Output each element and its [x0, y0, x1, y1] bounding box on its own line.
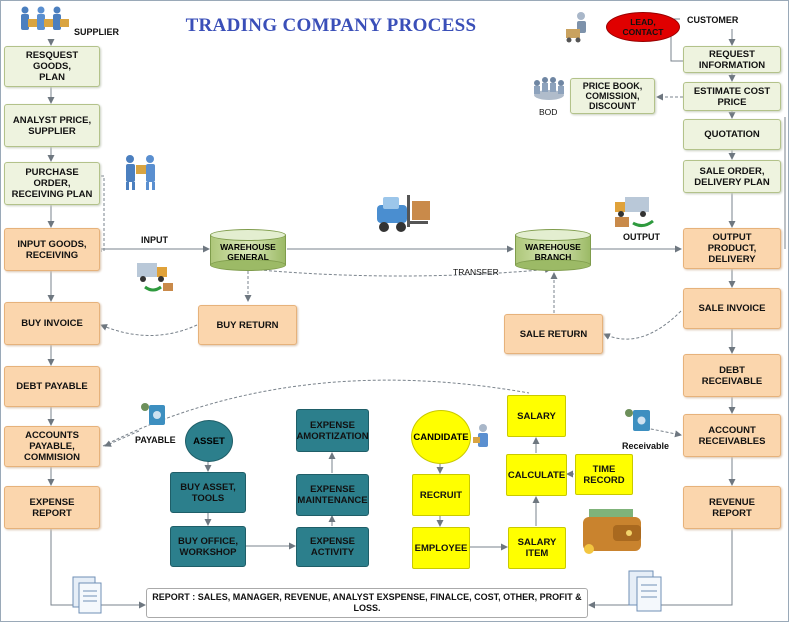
expense-report-box[interactable]: EXPENSE REPORT [4, 486, 100, 529]
buy-office-workshop-box[interactable]: BUY OFFICE, WORKSHOP [170, 526, 246, 567]
connector-saleinvoice-to-salereturn [603, 310, 682, 340]
sale-order-box[interactable]: SALE ORDER, DELIVERY PLAN [683, 160, 781, 193]
recruit-box[interactable]: RECRUIT [412, 474, 470, 516]
report-documents-left-icon [72, 576, 102, 614]
expense-activity-box[interactable]: EXPENSE ACTIVITY [296, 527, 369, 567]
transfer-label: TRANSFER [453, 267, 499, 277]
purchase-order-box[interactable]: PURCHASE ORDER, RECEIVING PLAN [4, 162, 100, 205]
receivable-label: Receivable [622, 441, 670, 451]
warehouse-general-cylinder[interactable]: WAREHOUSE GENERAL [210, 229, 286, 271]
input-goods-box[interactable]: INPUT GOODS, RECEIVING [4, 228, 100, 271]
asset-circle[interactable]: ASSET [185, 420, 233, 462]
time-record-box[interactable]: TIME RECORD [575, 454, 633, 495]
input-label: INPUT [141, 235, 168, 245]
bod-meeting-icon [534, 77, 564, 100]
sale-return-box[interactable]: SALE RETURN [504, 314, 603, 354]
sale-invoice-box[interactable]: SALE INVOICE [683, 288, 781, 329]
supplier-label: SUPPLIER [74, 27, 120, 37]
output-delivery-truck-icon [615, 197, 654, 228]
output-product-box[interactable]: OUTPUT PRODUCT, DELIVERY [683, 228, 781, 269]
connector-purchase-side [101, 175, 105, 252]
debt-receivable-box[interactable]: DEBT RECEIVABLE [683, 354, 781, 397]
quotation-box[interactable]: QUOTATION [683, 119, 781, 150]
candidate-circle[interactable]: CANDIDATE [411, 410, 471, 464]
warehouse-general-label: WAREHOUSE GENERAL [220, 242, 276, 262]
revenue-report-box[interactable]: REVENUE REPORT [683, 486, 781, 529]
account-receivables-box[interactable]: ACCOUNT RECEIVABLES [683, 414, 781, 457]
expense-amortization-box[interactable]: EXPENSE AMORTIZATION [296, 409, 369, 452]
supplier-people-icon [21, 6, 69, 30]
connector-buyreturn-to-buyinvoice [100, 324, 198, 336]
connector-expense-to-report [50, 529, 146, 609]
lead-contact-ellipse[interactable]: LEAD, CONTACT [606, 12, 680, 42]
warehouse-branch-cylinder[interactable]: WAREHOUSE BRANCH [515, 229, 591, 271]
connector-transfer [248, 266, 552, 277]
diagram-title: TRADING COMPANY PROCESS [185, 15, 477, 36]
output-label: OUTPUT [623, 232, 660, 242]
calculate-box[interactable]: CALCULATE [506, 454, 567, 496]
bod-label: BOD [539, 107, 558, 117]
purchase-workers-icon [126, 155, 155, 190]
accounts-payable-box[interactable]: ACCOUNTS PAYABLE, COMMISION [4, 426, 100, 467]
debt-payable-box[interactable]: DEBT PAYABLE [4, 366, 100, 407]
estimate-cost-price-box[interactable]: ESTIMATE COST PRICE [683, 82, 781, 111]
buy-asset-tools-box[interactable]: BUY ASSET, TOOLS [170, 472, 246, 513]
request-information-box[interactable]: REQUEST INFORMATION [683, 46, 781, 73]
payable-label: PAYABLE [135, 435, 176, 445]
input-delivery-truck-icon [137, 263, 173, 292]
report-box[interactable]: REPORT : SALES, MANAGER, REVENUE, ANALYS… [146, 588, 588, 618]
analyst-price-box[interactable]: ANALYST PRICE, SUPPLIER [4, 104, 100, 147]
customer-worker-icon [566, 12, 586, 43]
connector-payable-to-accounts [104, 430, 140, 447]
customer-label: CUSTOMER [687, 15, 739, 25]
warehouse-branch-label: WAREHOUSE BRANCH [525, 242, 581, 262]
report-documents-right-icon [628, 570, 662, 612]
buy-invoice-box[interactable]: BUY INVOICE [4, 302, 100, 345]
price-book-box[interactable]: PRICE BOOK, COMISSION, DISCOUNT [570, 78, 655, 114]
request-goods-box[interactable]: RESQUEST GOODS, PLAN [4, 46, 100, 87]
salary-box[interactable]: SALARY [507, 395, 566, 437]
forklift-icon [377, 195, 430, 232]
buy-return-box[interactable]: BUY RETURN [198, 305, 297, 345]
employee-box[interactable]: EMPLOYEE [412, 527, 470, 569]
salary-item-box[interactable]: SALARY ITEM [508, 527, 566, 569]
wallet-money-icon [583, 509, 641, 554]
expense-maintenance-box[interactable]: EXPENSE MAINTENANCE [296, 474, 369, 516]
receivable-safe-icon [625, 409, 650, 431]
payable-safe-icon [141, 403, 165, 425]
candidate-person-icon [473, 424, 488, 447]
